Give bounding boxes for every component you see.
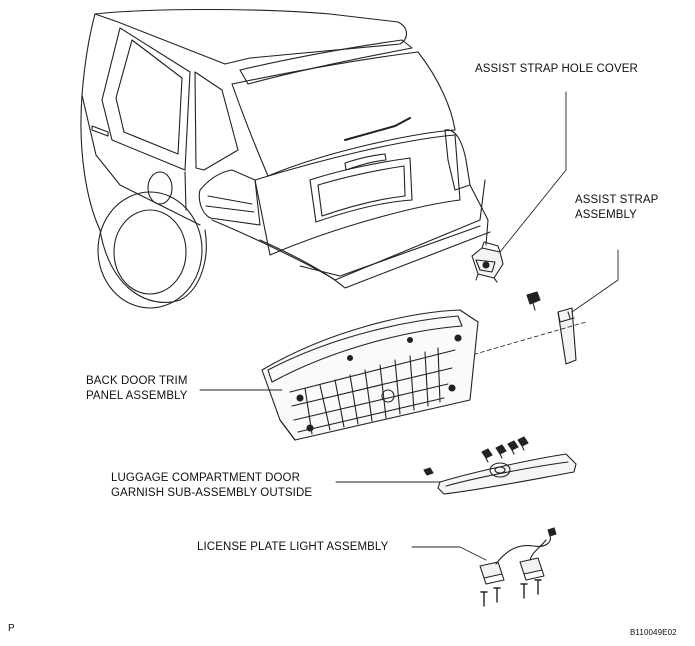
hole-cover-part (471, 241, 504, 283)
label-garnish-line1: LUGGAGE COMPARTMENT DOOR (111, 472, 300, 484)
label-license-plate-light: LICENSE PLATE LIGHT ASSEMBLY (197, 541, 389, 553)
label-back-door-trim-line1: BACK DOOR TRIM (86, 375, 188, 387)
assist-strap-part (526, 291, 577, 365)
label-assist-strap-line2: ASSEMBLY (575, 209, 637, 221)
leader-license-light (411, 546, 487, 561)
figure-code: B110049E02 (630, 628, 677, 637)
garnish-part (423, 436, 577, 495)
trim-panel-part (261, 309, 479, 441)
corner-mark-p: P (8, 623, 15, 634)
license-light-part (479, 527, 557, 607)
vehicle-body (80, 8, 491, 309)
leader-hole-cover (499, 91, 567, 253)
label-assist-strap-line1: ASSIST STRAP (575, 194, 659, 206)
label-back-door-trim-line2: PANEL ASSEMBLY (86, 390, 188, 402)
label-assist-strap-hole-cover: ASSIST STRAP HOLE COVER (475, 63, 638, 75)
label-garnish-line2: GARNISH SUB-ASSEMBLY OUTSIDE (111, 487, 313, 499)
leader-assist-strap (571, 249, 619, 313)
